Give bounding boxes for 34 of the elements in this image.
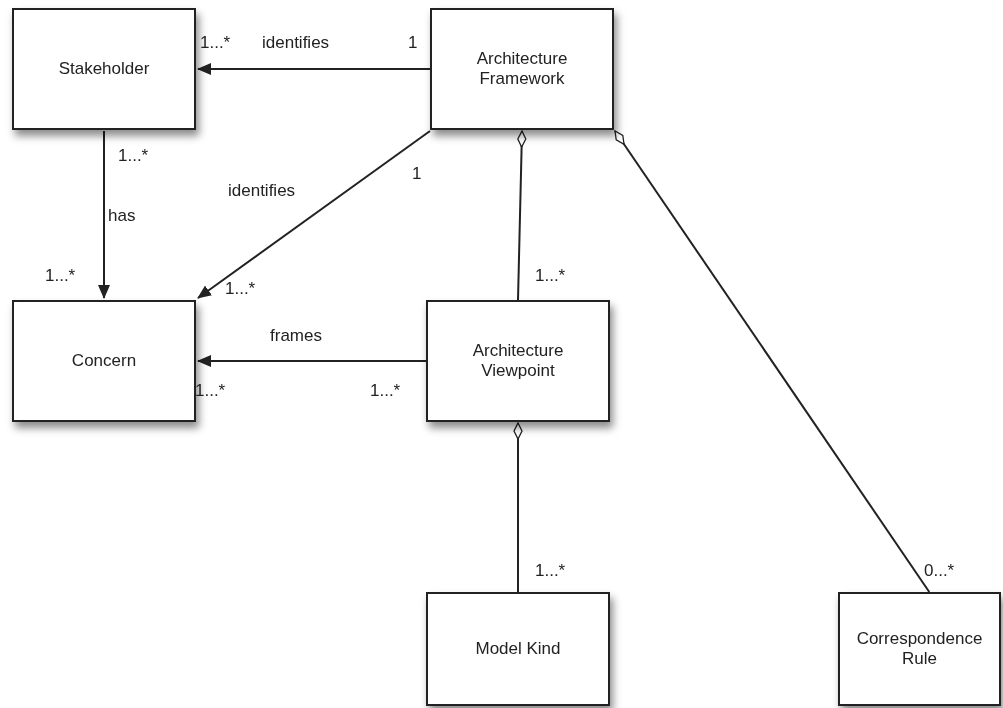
class-name: Concern [71,350,137,372]
arrow [197,63,431,75]
edge-label: frames [270,327,322,344]
edge-label: identifies [228,182,296,199]
arrow [98,130,110,299]
class-name: Architecture Framework [475,48,569,90]
multiplicity-label: 1...* [200,34,231,51]
class-name: Stakeholder [58,58,150,80]
aggregation-line [517,130,527,301]
arrow [197,355,427,367]
class-name: Architecture Viewpoint [471,340,565,382]
edge-label: identifies [262,34,330,51]
aggregation-line [513,422,523,593]
class-box [430,8,614,130]
class-box [426,592,610,706]
class-box [838,592,1001,706]
class-box [12,300,196,422]
multiplicity-label: 1 [412,165,422,182]
multiplicity-label: 1...* [225,280,256,297]
class-box [426,300,610,422]
multiplicity-label: 1...* [535,562,566,579]
multiplicity-label: 0...* [924,562,955,579]
multiplicity-label: 1...* [535,267,566,284]
multiplicity-label: 1...* [370,382,401,399]
edge-label: has [108,207,136,224]
multiplicity-label: 1...* [118,147,149,164]
class-box [12,8,196,130]
class-name: Model Kind [475,638,561,660]
multiplicity-label: 1 [408,34,418,51]
multiplicity-label: 1...* [45,267,76,284]
multiplicity-label: 1...* [195,382,226,399]
arrow [197,130,431,299]
aggregation-line [614,130,931,593]
class-name: Correspondence Rule [855,628,984,670]
